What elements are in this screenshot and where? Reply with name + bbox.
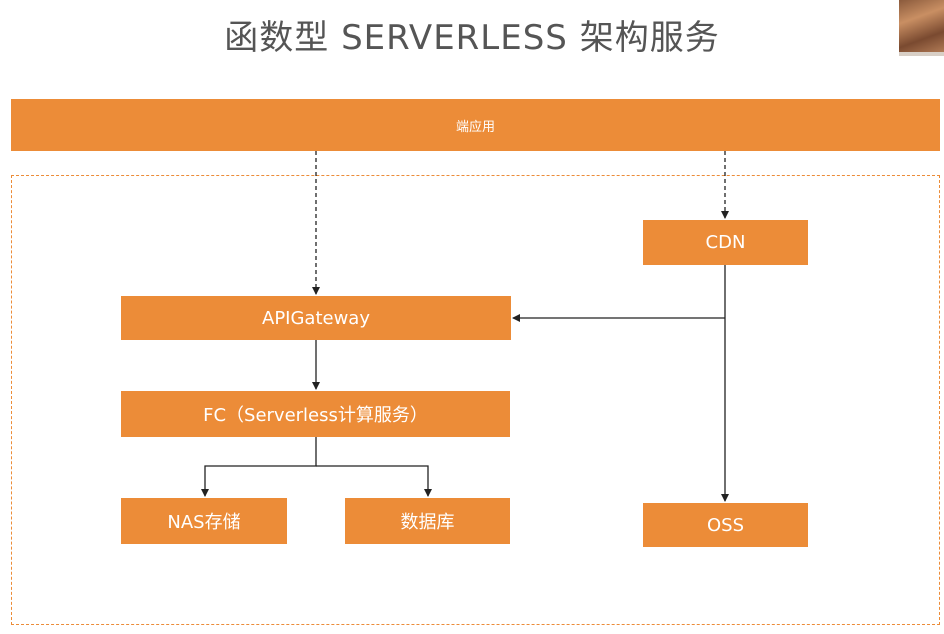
oss-box: OSS	[643, 503, 808, 547]
cloud-boundary	[11, 175, 940, 625]
client-app-box: 端应用	[11, 99, 940, 151]
database-box: 数据库	[345, 498, 510, 544]
page-title: 函数型 SERVERLESS 架构服务	[224, 18, 720, 58]
apigateway-box: APIGateway	[121, 296, 511, 340]
cdn-box: CDN	[643, 220, 808, 265]
fc-branch-line	[201, 437, 317, 497]
fc-box: FC（Serverless计算服务）	[121, 391, 510, 437]
nas-storage-box: NAS存储	[121, 498, 287, 544]
presenter-thumbnail	[899, 0, 944, 56]
fc-to-database-arrow	[316, 465, 432, 497]
